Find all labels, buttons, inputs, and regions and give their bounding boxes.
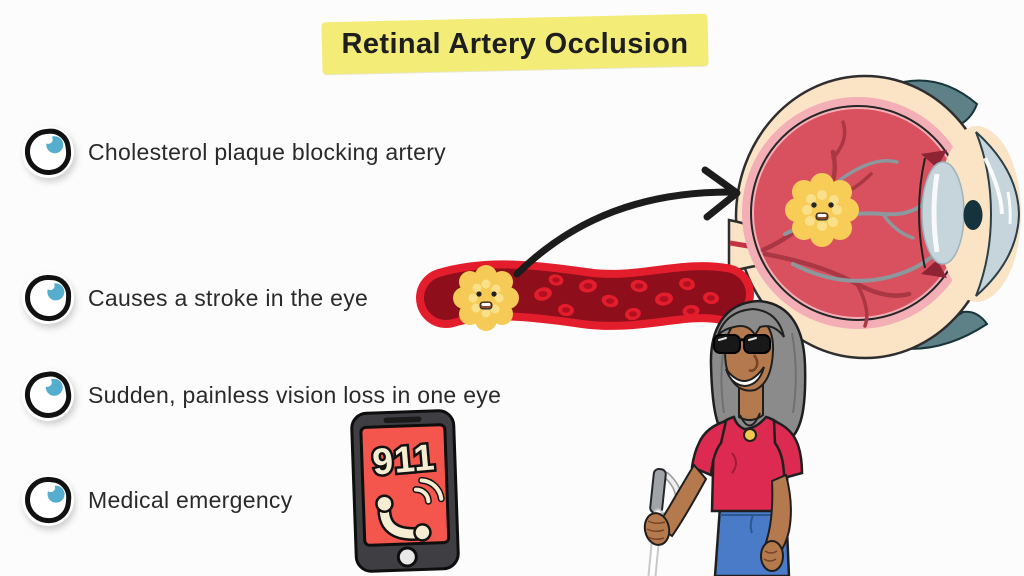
- sunglasses-icon: [713, 334, 771, 354]
- phone-screen-text: 911: [371, 436, 437, 482]
- bullet-label: Cholesterol plaque blocking artery: [88, 138, 446, 165]
- bullet-label: Medical emergency: [88, 486, 293, 513]
- eye-icon: [17, 364, 79, 426]
- bullet-label: Causes a stroke in the eye: [88, 284, 369, 311]
- emergency-phone-illustration: 911: [349, 408, 461, 574]
- bangs: [717, 307, 785, 338]
- pupil: [963, 200, 983, 230]
- page-title: Retinal Artery Occlusion: [321, 13, 709, 75]
- left-arm: [643, 463, 708, 546]
- bullet-row-4: Medical emergency: [19, 471, 293, 529]
- arrow-icon: [513, 166, 741, 278]
- bullet-row-3: Sudden, painless vision loss in one eye: [17, 364, 502, 426]
- right-arm: [760, 473, 792, 572]
- cornea: [975, 131, 1021, 297]
- red-top: [690, 415, 804, 513]
- right-sleeve: [772, 419, 804, 480]
- eye-icon: [20, 270, 76, 326]
- plaque-character: [453, 265, 519, 331]
- necklace: [739, 412, 761, 442]
- smile: [725, 366, 765, 388]
- eye-icon: [19, 123, 77, 181]
- artery-illustration: [416, 256, 754, 340]
- lens: [921, 161, 965, 265]
- neck: [738, 381, 764, 421]
- bullet-row-1: Cholesterol plaque blocking artery: [19, 123, 446, 181]
- plaque-character: [785, 173, 859, 247]
- phone-call-icon: [375, 476, 445, 542]
- phone-speaker: [383, 416, 422, 424]
- eye-icon: [19, 471, 77, 529]
- bullet-row-2: Causes a stroke in the eye: [20, 270, 369, 326]
- page-title-text: Retinal Artery Occlusion: [341, 28, 689, 60]
- bullet-label: Sudden, painless vision loss in one eye: [88, 381, 502, 408]
- ciliary-body: [918, 150, 947, 278]
- nose: [748, 354, 759, 373]
- red-blood-cells: [534, 274, 719, 321]
- arrow-to-eye: [505, 162, 750, 284]
- blind-woman-illustration: [608, 293, 893, 576]
- left-sleeve: [690, 419, 728, 477]
- phone-home-button: [396, 546, 418, 568]
- eye-cross-section-illustration: [725, 62, 1024, 364]
